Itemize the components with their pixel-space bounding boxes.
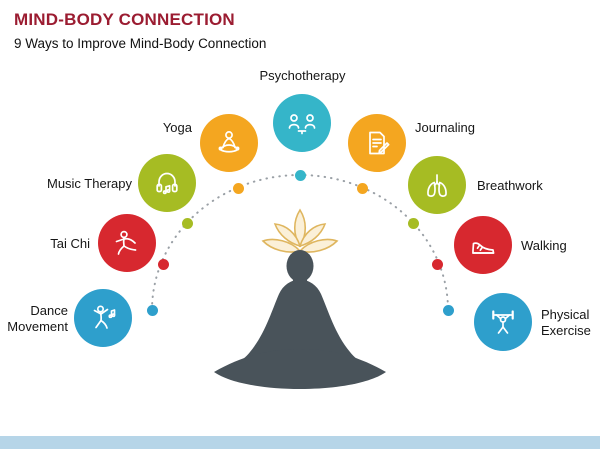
- music-therapy-icon: [156, 172, 178, 195]
- arc-dot: [432, 259, 443, 270]
- page-subtitle: 9 Ways to Improve Mind-Body Connection: [14, 36, 267, 51]
- label-journaling: Journaling: [415, 120, 475, 135]
- node-walking: [454, 216, 512, 274]
- arc-dot: [182, 218, 193, 229]
- breathwork-icon: [427, 174, 447, 197]
- label-music-therapy: Music Therapy: [46, 176, 132, 191]
- arc-dot: [357, 183, 368, 194]
- yoga-icon: [218, 131, 240, 153]
- node-journaling: [348, 114, 406, 172]
- label-walking: Walking: [521, 238, 567, 253]
- node-music-therapy: [138, 154, 196, 212]
- node-breathwork: [408, 156, 466, 214]
- label-psychotherapy: Psychotherapy: [259, 68, 346, 83]
- label-tai-chi: Tai Chi: [50, 236, 90, 251]
- journaling-icon: [369, 131, 390, 155]
- node-psychotherapy: [273, 94, 331, 152]
- bottom-accent-bar: [0, 436, 600, 449]
- tai-chi-icon: [115, 230, 137, 255]
- node-yoga: [200, 114, 258, 172]
- arc-dot: [233, 183, 244, 194]
- psychotherapy-icon: [288, 114, 316, 135]
- arc-dot: [295, 170, 306, 181]
- walking-icon: [472, 242, 495, 254]
- lotus-icon: [261, 208, 339, 253]
- exercise-icon: [492, 310, 514, 334]
- label-dance-movement: Dance Movement: [7, 303, 68, 335]
- arc-dot: [147, 305, 158, 316]
- label-physical-exercise: Physical Exercise: [541, 307, 591, 339]
- node-dance-movement: [74, 289, 132, 347]
- page-title: MIND-BODY CONNECTION: [14, 10, 235, 29]
- person-silhouette: [214, 250, 386, 389]
- node-tai-chi: [98, 214, 156, 272]
- arc-dot: [158, 259, 169, 270]
- arc-dot: [408, 218, 419, 229]
- arc-dot: [443, 305, 454, 316]
- dance-icon: [93, 305, 116, 329]
- node-physical-exercise: [474, 293, 532, 351]
- label-breathwork: Breathwork: [477, 178, 543, 193]
- label-yoga: Yoga: [162, 120, 192, 135]
